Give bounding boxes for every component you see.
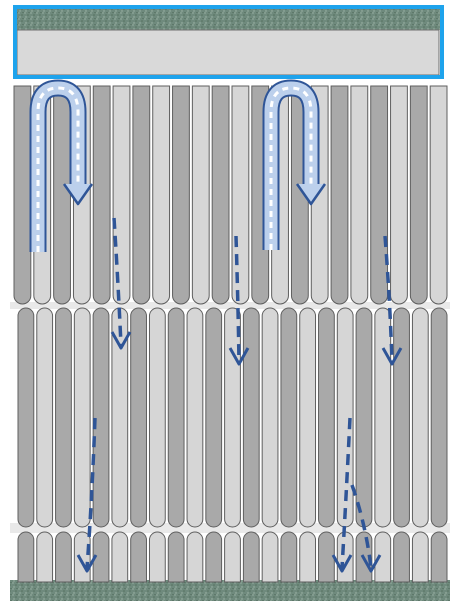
middle-column [431, 308, 447, 527]
upper-column [331, 86, 348, 304]
upper-column [133, 86, 150, 304]
upper-column [93, 86, 110, 304]
middle-column [281, 308, 297, 527]
lower-column [18, 532, 34, 582]
lower-column [168, 532, 184, 582]
lower-column [431, 532, 447, 582]
middle-column [74, 308, 90, 527]
upper-column [410, 86, 427, 304]
middle-column [356, 308, 372, 527]
upper-column [192, 86, 209, 304]
middle-column [375, 308, 391, 527]
middle-column [56, 308, 72, 527]
top-substrate [14, 6, 442, 30]
lower-column [187, 532, 203, 582]
bottom-substrate [10, 580, 450, 601]
middle-column [394, 308, 410, 527]
upper-column [54, 86, 71, 304]
lower-columns-layer [18, 532, 447, 582]
middle-column [187, 308, 203, 527]
middle-column [319, 308, 335, 527]
upper-column [173, 86, 190, 304]
upper-column [212, 86, 229, 304]
lower-column [319, 532, 335, 582]
lower-column [56, 532, 72, 582]
middle-columns-layer [18, 308, 447, 527]
middle-column [243, 308, 259, 527]
middle-column [206, 308, 222, 527]
upper-column [371, 86, 388, 304]
upper-column [430, 86, 447, 304]
lower-column [281, 532, 297, 582]
middle-column [93, 308, 109, 527]
lower-column [206, 532, 222, 582]
upper-column [153, 86, 170, 304]
middle-column [262, 308, 278, 527]
lower-column [243, 532, 259, 582]
upper-column [391, 86, 408, 304]
lower-column [394, 532, 410, 582]
lower-column [262, 532, 278, 582]
middle-column [168, 308, 184, 527]
middle-column [37, 308, 53, 527]
upper-column [232, 86, 249, 304]
middle-column [18, 308, 34, 527]
middle-column [412, 308, 428, 527]
lower-column [112, 532, 128, 582]
upper-column [351, 86, 368, 304]
upper-column [14, 86, 31, 304]
middle-column [149, 308, 165, 527]
middle-column [300, 308, 316, 527]
middle-column [225, 308, 241, 527]
lower-column [300, 532, 316, 582]
upper-column [113, 86, 130, 304]
lower-column [149, 532, 165, 582]
lower-column [225, 532, 241, 582]
top-plate [17, 30, 439, 75]
lower-column [131, 532, 147, 582]
lower-column [74, 532, 90, 582]
lower-column [37, 532, 53, 582]
middle-column [131, 308, 147, 527]
lower-column [412, 532, 428, 582]
